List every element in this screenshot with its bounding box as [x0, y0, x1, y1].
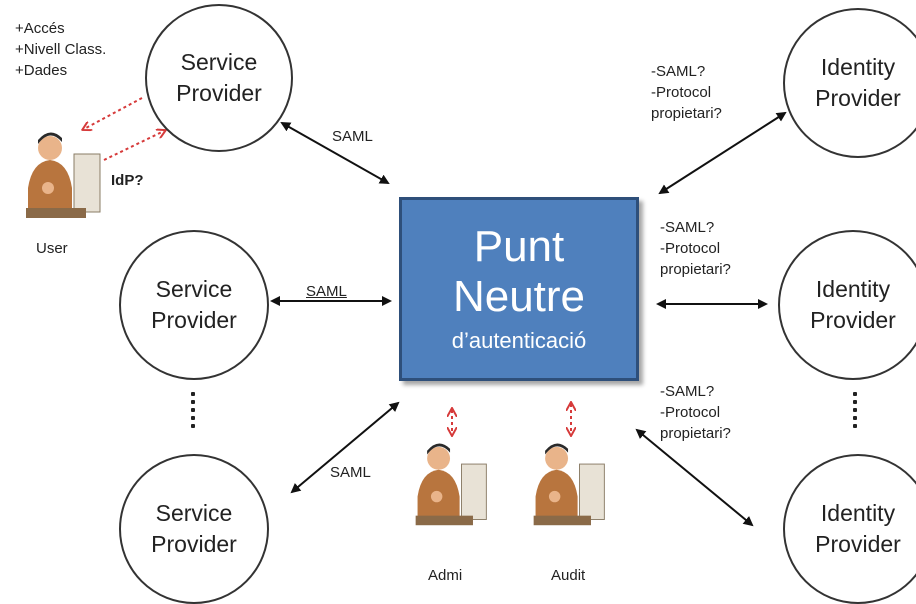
- protocol-propietari: propietari?: [660, 425, 731, 442]
- service-provider-line1: Service: [155, 500, 233, 526]
- audit-label: Audit: [551, 567, 586, 584]
- service-provider-line1: Service: [180, 49, 258, 75]
- protocol-propietari: propietari?: [651, 105, 722, 122]
- user-person-icon: [26, 132, 101, 218]
- identity-provider-middle: Identity Provider: [778, 230, 916, 380]
- protocol-note-bottom: -SAML? -Protocol propietari?: [660, 381, 731, 444]
- note-acces: +Accés: [15, 20, 65, 37]
- protocol-protocol: -Protocol: [660, 404, 721, 421]
- saml-label-top: SAML: [332, 128, 373, 145]
- saml-arrow-bottom-left: [290, 401, 400, 494]
- center-title-line2: Neutre: [452, 272, 586, 321]
- service-provider-line2: Provider: [151, 531, 237, 557]
- admin-person-icon: [415, 443, 487, 526]
- note-nivell: +Nivell Class.: [15, 41, 107, 58]
- protocol-protocol: -Protocol: [651, 84, 712, 101]
- note-dades: +Dades: [15, 62, 68, 79]
- protocol-propietari: propietari?: [660, 261, 731, 278]
- user-request-arrow: [84, 97, 143, 129]
- punt-neutre-box: Punt Neutre d’autenticació: [399, 197, 639, 381]
- saml-label-bottom: SAML: [330, 464, 371, 481]
- protocol-saml: -SAML?: [660, 383, 715, 400]
- identity-provider-ellipsis: [852, 392, 858, 432]
- idp-arrow-bottom-right: [635, 428, 754, 527]
- identity-provider-line1: Identity: [815, 276, 891, 302]
- identity-provider-line2: Provider: [815, 85, 901, 111]
- protocol-protocol: -Protocol: [660, 240, 721, 257]
- idp-question: IdP?: [111, 172, 144, 189]
- identity-provider-line2: Provider: [815, 531, 901, 557]
- identity-provider-top: Identity Provider: [783, 8, 916, 158]
- user-response-arrow: [103, 131, 164, 161]
- identity-provider-line1: Identity: [820, 54, 896, 80]
- protocol-note-middle: -SAML? -Protocol propietari?: [660, 217, 731, 280]
- service-provider-middle: Service Provider: [119, 230, 269, 380]
- protocol-saml: -SAML?: [651, 63, 706, 80]
- center-subtitle: d’autenticació: [451, 328, 587, 353]
- idp-arrow-top-right: [658, 111, 787, 195]
- service-provider-top: Service Provider: [145, 4, 293, 152]
- admin-label: Admi: [428, 567, 463, 584]
- saml-arrow-top-left: [280, 122, 390, 184]
- identity-provider-line1: Identity: [820, 500, 896, 526]
- service-provider-bottom: Service Provider: [119, 454, 269, 604]
- service-provider-ellipsis: [190, 392, 196, 432]
- user-notes: +Accés +Nivell Class. +Dades: [15, 18, 106, 81]
- protocol-note-top: -SAML? -Protocol propietari?: [651, 61, 722, 124]
- center-title-line1: Punt: [473, 222, 565, 271]
- service-provider-line2: Provider: [176, 80, 262, 106]
- user-label: User: [36, 240, 68, 257]
- protocol-saml: -SAML?: [660, 219, 715, 236]
- identity-provider-line2: Provider: [810, 307, 896, 333]
- service-provider-line1: Service: [155, 276, 233, 302]
- saml-label-middle: SAML: [306, 283, 347, 300]
- service-provider-line2: Provider: [151, 307, 237, 333]
- audit-person-icon: [533, 443, 605, 526]
